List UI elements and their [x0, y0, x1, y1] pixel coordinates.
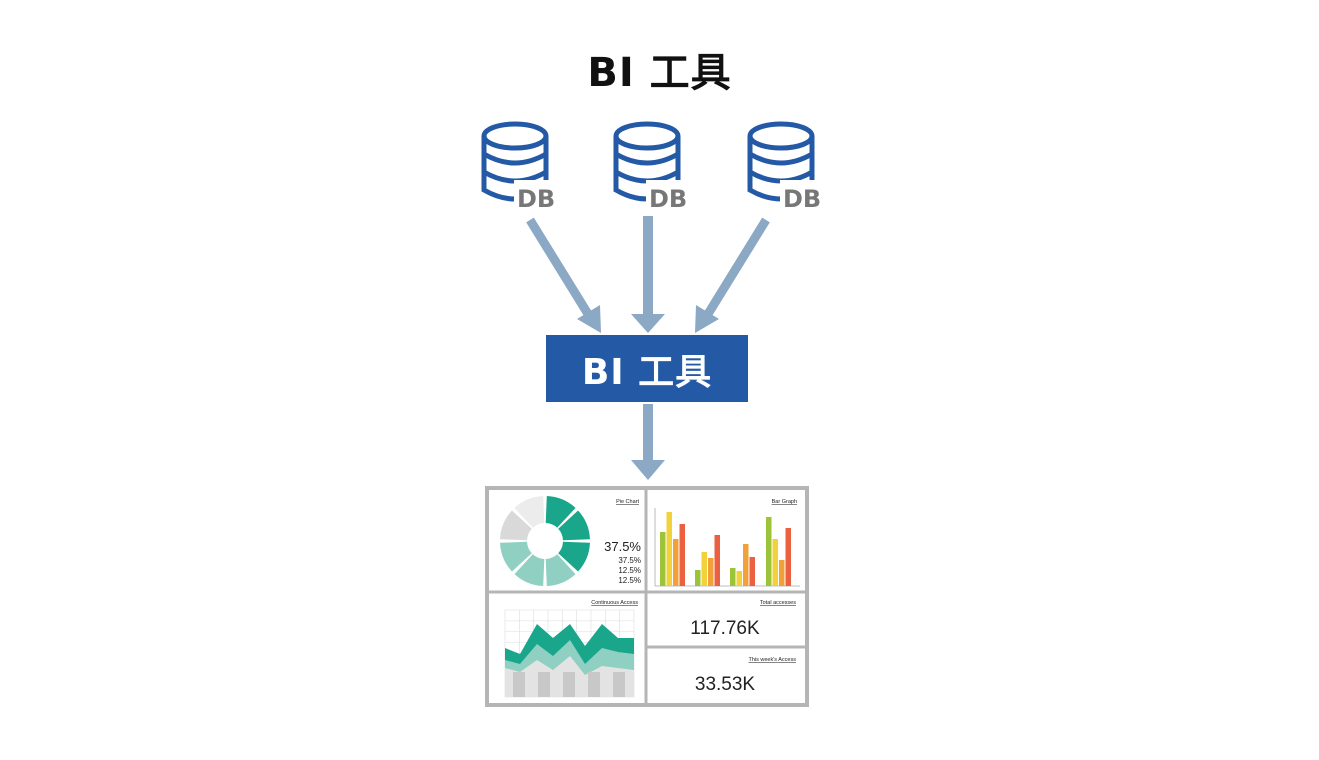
bar [714, 535, 720, 586]
arrow-right-to-bi [695, 217, 770, 333]
area-bar [513, 672, 525, 697]
bar [736, 571, 742, 586]
area-title: Continuous Access [591, 600, 638, 606]
area-chart [504, 609, 635, 698]
bar [730, 568, 736, 586]
donut-segment [545, 496, 576, 528]
arrow-bi-to-dashboard [631, 404, 665, 480]
pie-big-value: 37.5% [604, 539, 641, 554]
bar [779, 560, 785, 586]
page-title: BI 工具 [587, 50, 732, 96]
bar [743, 544, 749, 586]
bar [708, 558, 714, 586]
area-bar [613, 672, 625, 697]
bar [785, 528, 791, 586]
donut-segment [500, 541, 532, 572]
bar [666, 512, 672, 586]
bar [695, 570, 701, 586]
database-icon-2: DB [616, 124, 692, 213]
area-bar [538, 672, 550, 697]
donut-segment [545, 554, 576, 586]
database-icon-3: DB [750, 124, 826, 213]
week-title: This week's Access [748, 657, 796, 663]
total-title: Total accesses [760, 600, 796, 606]
total-accesses-panel: Total accesses 117.76K [690, 600, 796, 639]
database-icon-1: DB [484, 124, 560, 213]
bar-chart [660, 512, 791, 586]
bi-tool-label: BI 工具 [581, 351, 713, 393]
bar [766, 517, 772, 586]
pie-panel: Pie Chart 37.5% 37.5% 12.5% 12.5% [500, 496, 641, 586]
arrow-center-to-bi [631, 216, 665, 333]
pie-value-1: 37.5% [618, 556, 641, 565]
bar [772, 539, 778, 586]
bar [679, 524, 685, 586]
donut-chart [500, 496, 590, 586]
donut-segment [514, 496, 545, 528]
area-bar [588, 672, 600, 697]
db-label-1: DB [517, 185, 555, 213]
week-access-panel: This week's Access 33.53K [695, 657, 796, 695]
bar-panel: Bar Graph [654, 499, 800, 587]
donut-segment [500, 510, 532, 541]
area-bar [563, 672, 575, 697]
donut-segment [558, 510, 590, 541]
pie-title: Pie Chart [616, 499, 639, 505]
bar [660, 532, 666, 586]
bar [701, 552, 707, 586]
donut-segment [514, 554, 545, 586]
bar-title: Bar Graph [772, 499, 797, 505]
arrow-left-to-bi [526, 217, 601, 333]
bar [673, 539, 679, 586]
pie-value-3: 12.5% [618, 576, 641, 585]
db-label-2: DB [649, 185, 687, 213]
bar [749, 557, 755, 586]
pie-value-2: 12.5% [618, 566, 641, 575]
db-label-3: DB [783, 185, 821, 213]
bi-tool-box: BI 工具 [546, 335, 748, 402]
dashboard: Pie Chart 37.5% 37.5% 12.5% 12.5% Bar Gr… [485, 486, 809, 707]
week-value: 33.53K [695, 674, 756, 695]
area-panel: Continuous Access [504, 600, 638, 698]
total-value: 117.76K [690, 618, 760, 639]
donut-segment [558, 541, 590, 572]
